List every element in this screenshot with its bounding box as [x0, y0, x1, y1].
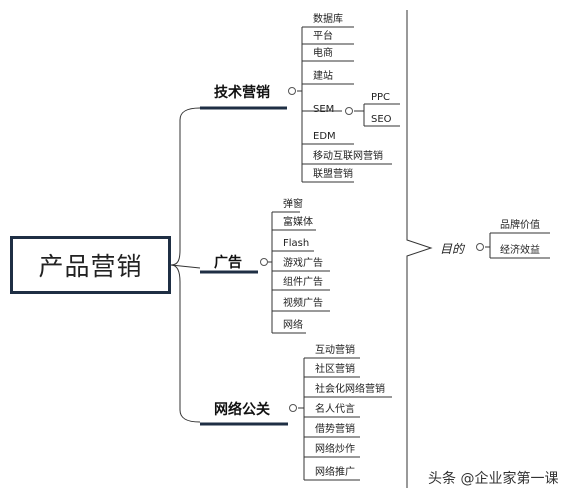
branch-advertising[interactable]: 广告	[214, 255, 242, 271]
leaf-item[interactable]: 经济效益	[500, 245, 540, 256]
leaf-item[interactable]: 建站	[313, 71, 333, 82]
leaf-item[interactable]: 电商	[313, 48, 333, 59]
leaf-item-sem[interactable]: SEM	[313, 104, 335, 115]
watermark: 头条 @企业家第一课	[428, 471, 559, 487]
leaf-item-seo[interactable]: SEO	[371, 114, 392, 125]
leaf-item[interactable]: 社区营销	[315, 364, 355, 375]
leaf-item[interactable]: 社会化网络营销	[315, 384, 385, 395]
leaf-item[interactable]: 品牌价值	[500, 220, 540, 231]
leaf-item[interactable]: 名人代言	[315, 404, 355, 415]
leaf-item[interactable]: 平台	[313, 31, 333, 42]
leaf-item[interactable]: 组件广告	[283, 277, 323, 288]
leaf-item-ppc[interactable]: PPC	[371, 92, 391, 103]
leaf-item[interactable]: 富媒体	[283, 217, 313, 228]
leaf-item[interactable]: 网络推广	[315, 467, 355, 478]
branch-tech-marketing[interactable]: 技术营销	[214, 85, 270, 101]
collapse-toggle-icon[interactable]	[345, 107, 353, 115]
leaf-item[interactable]: EDM	[313, 131, 336, 142]
collapse-toggle-icon[interactable]	[260, 258, 268, 266]
leaf-item[interactable]: 数据库	[313, 14, 343, 25]
collapse-toggle-icon[interactable]	[476, 243, 484, 251]
leaf-item[interactable]: 借势营销	[315, 424, 355, 435]
leaf-item[interactable]: 网络	[283, 320, 303, 331]
collapse-toggle-icon[interactable]	[289, 404, 297, 412]
leaf-item[interactable]: 网络炒作	[315, 444, 355, 455]
leaf-item[interactable]: 视频广告	[283, 298, 323, 309]
purpose-node[interactable]: 目的	[440, 242, 465, 256]
collapse-toggle-icon[interactable]	[288, 87, 296, 95]
leaf-item[interactable]: 联盟营销	[313, 169, 353, 180]
leaf-item[interactable]: 弹窗	[283, 199, 303, 210]
leaf-item[interactable]: 移动互联网营销	[313, 151, 383, 162]
leaf-item[interactable]: Flash	[283, 238, 310, 249]
root-node[interactable]: 产品营销	[10, 236, 171, 294]
branch-network-pr[interactable]: 网络公关	[214, 402, 270, 418]
leaf-item[interactable]: 互动营销	[315, 345, 355, 356]
leaf-item[interactable]: 游戏广告	[283, 258, 323, 269]
